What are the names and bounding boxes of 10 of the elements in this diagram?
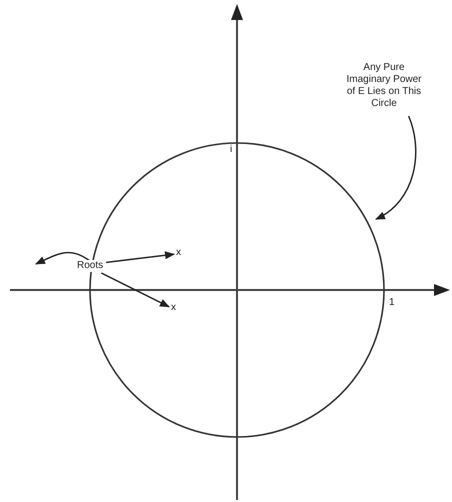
arrow — [106, 251, 175, 264]
axis-label: i — [230, 144, 232, 156]
arrow — [375, 116, 416, 220]
annotation-text: Any Pure Imaginary Power of E Lies on This Circle — [343, 62, 425, 110]
root-mark: x — [176, 247, 181, 259]
root-label: Roots — [76, 260, 104, 272]
root-mark: x — [171, 302, 176, 314]
axis-label: 1 — [389, 297, 395, 309]
arrow — [101, 272, 170, 308]
arrow — [35, 252, 90, 265]
